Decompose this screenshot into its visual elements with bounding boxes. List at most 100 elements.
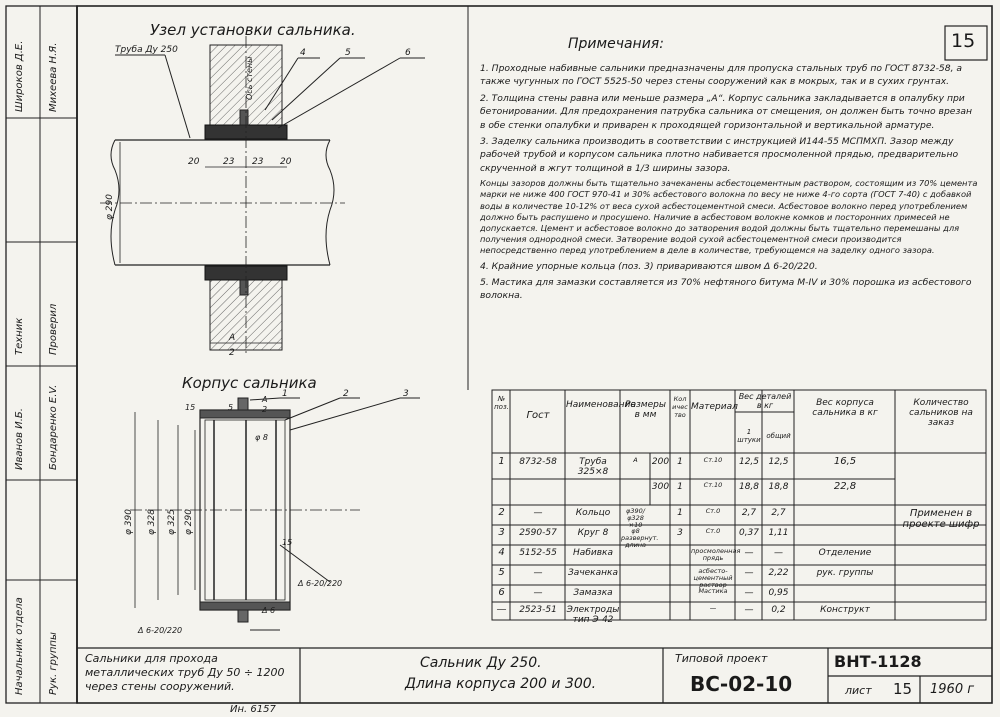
table-cell: 6 [498, 587, 505, 598]
table-cell: Набивка [573, 548, 613, 558]
table-cell: — [496, 604, 507, 615]
table-cell: 3 [498, 527, 505, 538]
note-1: 1. Проходные набивные сальники предназна… [480, 63, 963, 88]
table-cell: 4 [498, 547, 505, 558]
table-cell: Ст.10 [703, 456, 723, 464]
table-cell: — [774, 548, 783, 558]
stamp-code-vnt: ВНТ-1128 [834, 652, 922, 671]
table-cell: 1 [677, 508, 683, 518]
table-cell: Зачеканка [568, 568, 618, 578]
margin-role-head: Начальник отдела [14, 597, 25, 695]
table-cell: 2,22 [768, 568, 789, 578]
table-cell: Труба 325×8 [577, 457, 609, 477]
title-block-grid [77, 647, 992, 703]
table-cell: 200 [651, 457, 670, 467]
th-weight: Вес деталей в кг [738, 392, 792, 410]
margin-name-3: Иванов И.Б. [14, 408, 25, 470]
weld-label-2: Δ 6-20/220 [137, 626, 182, 635]
dim-d290: φ 290 [105, 194, 115, 220]
table-cell: 0,37 [738, 528, 760, 538]
th-pos: № поз. [494, 395, 509, 411]
applied-label: Применен в проекте шифр [902, 508, 980, 530]
note-3-cont: Концы зазоров должны быть тщательно заче… [480, 178, 978, 256]
table-cell: — [744, 588, 754, 598]
body-view [130, 397, 420, 631]
table-cell: 1 [677, 482, 683, 492]
table-cell: 2590-57 [519, 528, 557, 538]
notes-block: 1. Проходные набивные сальники предназна… [480, 62, 980, 306]
table-cell: — [533, 568, 543, 578]
margin-role-group: Рук. группы [48, 632, 59, 695]
table-cell: Замазка [573, 588, 613, 598]
stamp-code-vs: ВС-02-10 [690, 672, 793, 696]
stamp-bottom-note: Ин. 6157 [230, 704, 276, 715]
note-4: 4. Крайние упорные кольца (поз. 3) прива… [480, 260, 818, 272]
table-cell: 3 [677, 528, 683, 538]
dim-20a: 20 [188, 157, 200, 167]
table-cell: — [533, 588, 543, 598]
table-cell: 5152-55 [519, 548, 557, 558]
table-cell: 1 [498, 456, 505, 467]
table-cell: 0,95 [768, 588, 789, 598]
weld-label-3: Δ 6 [261, 606, 275, 615]
dim-15: 15 [185, 403, 195, 412]
dim-d290-body: φ 290 [184, 509, 194, 535]
table-cell: 300 [651, 482, 670, 492]
table-cell: Ст.0 [705, 507, 721, 515]
dim-a: A [228, 333, 235, 343]
stamp-subtitle: Длина корпуса 200 и 300. [405, 676, 597, 692]
margin-name-4: Бондаренко Е.V. [48, 384, 59, 470]
callout-4: 4 [300, 48, 306, 58]
dim-d328: φ 328 [147, 509, 157, 535]
table-cell: просмоленная прядь [691, 547, 741, 562]
th-weight-unit: 1 штуки [737, 428, 761, 444]
table-cell: 0,2 [771, 605, 786, 615]
table-cell: — [533, 508, 543, 518]
th-gost: Гост [526, 410, 550, 421]
dim-2: 2 [229, 348, 235, 358]
th-count: Количество сальников на заказ [909, 398, 973, 428]
notes-heading: Примечания: [568, 36, 664, 52]
pipe-label: Труба Ду 250 [115, 45, 178, 55]
dim-23b: 23 [252, 157, 264, 167]
callout-6: 6 [405, 48, 411, 58]
margin-name-1: Широков Д.Е. [14, 40, 25, 112]
note-3: 3. Заделку сальника производить в соотве… [480, 136, 959, 174]
spec-table-grid [491, 389, 987, 621]
side-label-dept: Отделение [818, 548, 872, 558]
sheet-number: 15 [951, 30, 976, 52]
assembly-view [100, 36, 425, 355]
dim-d390: φ 390 [124, 509, 134, 535]
table-cell: асбесто-цементный раствор [693, 567, 733, 589]
table-cell: 16,5 [833, 456, 857, 467]
table-cell: — [709, 604, 717, 612]
table-cell: 1 [677, 457, 683, 467]
table-cell: 2,7 [771, 508, 786, 518]
table-cell: — [744, 548, 754, 558]
note-2: 2. Толщина стены равна или меньше размер… [480, 92, 972, 131]
dim-d8: φ 8 [255, 433, 268, 442]
stamp-description: Сальники для прохода металлических труб … [85, 652, 285, 693]
table-cell: 22,8 [833, 481, 857, 492]
body-callout-2: 2 [343, 389, 349, 399]
dim-15b: 15 [282, 538, 292, 547]
stamp-title: Сальник Ду 250. [420, 655, 542, 671]
table-cell: 12,5 [738, 457, 760, 467]
table-cell: 8732-58 [519, 457, 557, 467]
table-cell: 1,11 [768, 528, 789, 538]
dim-d325: φ 325 [167, 509, 177, 535]
th-weight-total: общий [766, 432, 791, 440]
th-material: Материал [691, 402, 738, 412]
body-callout-1: 1 [282, 389, 288, 399]
table-cell: Ст.0 [705, 527, 721, 535]
table-cell: Кольцо [575, 508, 611, 518]
wall-axis-label: Ось стены [245, 57, 254, 100]
dim-20b: 20 [280, 157, 292, 167]
table-cell: 12,5 [768, 457, 789, 467]
table-cell: A [633, 456, 638, 464]
body-dim-2: 2 [262, 405, 267, 414]
left-margin-strip [5, 5, 78, 704]
stamp-project-label: Типовой проект [675, 652, 768, 665]
margin-name-2: Михеева Н.Я. [48, 42, 59, 112]
